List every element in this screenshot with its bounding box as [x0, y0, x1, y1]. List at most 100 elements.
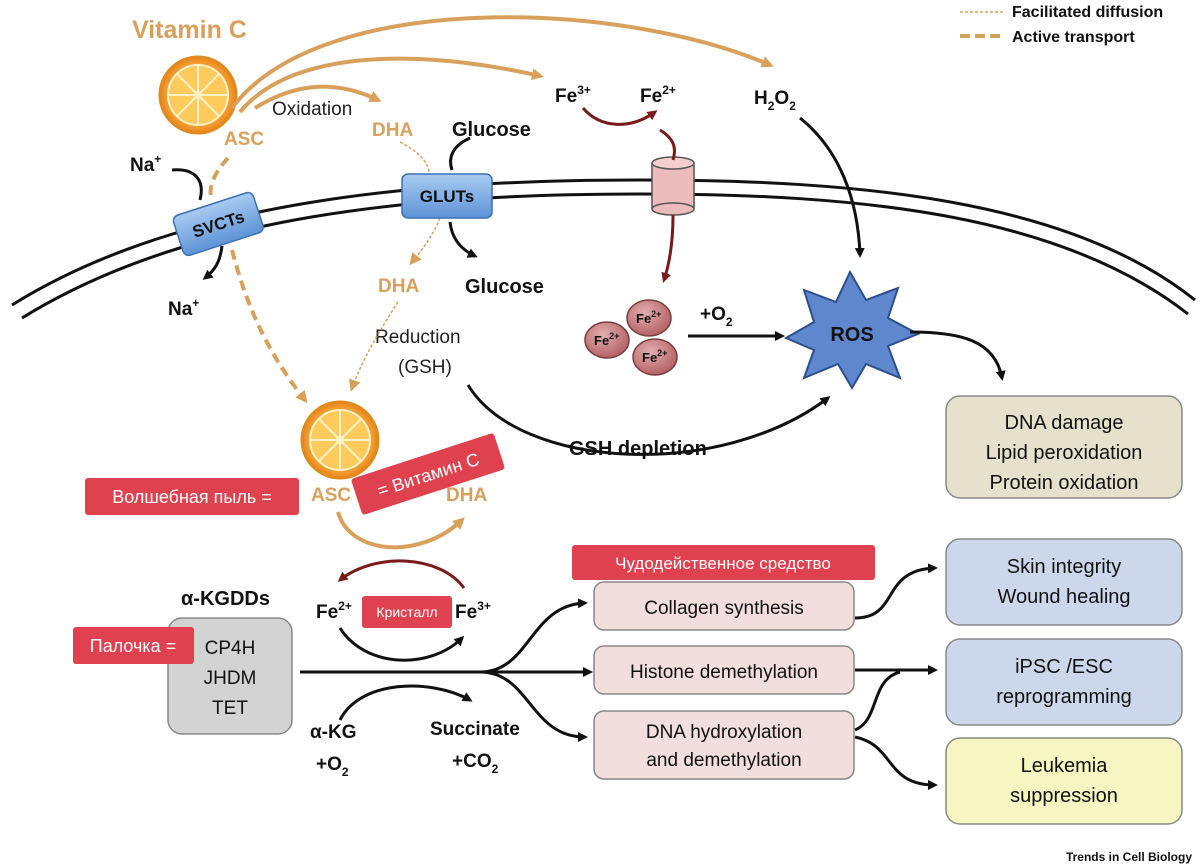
orange-slice-inner-icon	[300, 400, 380, 480]
ipsc-line: reprogramming	[996, 686, 1132, 708]
dha-inside-label: DHA	[378, 276, 419, 297]
svg-text:Fe2+: Fe2+	[642, 348, 667, 365]
oxidation-label: Oxidation	[272, 99, 352, 120]
glucose-inside-label: Glucose	[465, 276, 544, 298]
crystal-label: Кристалл	[376, 604, 437, 620]
damage-line: Protein oxidation	[990, 472, 1139, 494]
fe-oxidation-arrow	[338, 627, 465, 662]
wand-tag: Палочка =	[73, 627, 194, 664]
glucose-exit-arrow	[448, 221, 478, 258]
gsh-label: (GSH)	[398, 357, 452, 378]
asc-oxidation-arrow	[336, 511, 465, 550]
fe-cycle-red-arrow	[337, 559, 466, 589]
iron-channel	[651, 156, 695, 216]
h2o2-label: H2O2	[754, 88, 796, 113]
reduction-dotted-arrow	[349, 301, 399, 392]
akg-o2-label: +O2	[316, 754, 349, 779]
fe2-particle: Fe2+	[626, 299, 672, 337]
wand-label: Палочка =	[90, 636, 176, 656]
collagen-to-skin-arrow	[854, 563, 938, 620]
ros-to-damage-arrow	[909, 330, 1006, 381]
damage-line: Lipid peroxidation	[986, 442, 1143, 464]
dha-top-label: DHA	[372, 120, 413, 141]
collagen-label: Collagen synthesis	[644, 598, 803, 619]
asc-uptake-dashed	[208, 156, 230, 201]
gsh-depletion-arrow	[466, 384, 831, 456]
orange-slice-top-icon	[158, 55, 238, 135]
dha-exit-dotted	[409, 217, 441, 266]
akg-label: α-KG	[310, 722, 357, 743]
gsh-depletion-label: GSH depletion	[569, 438, 707, 460]
magic-dust-label: Волшебная пыль =	[112, 487, 271, 507]
fe2-particles: Fe2+ Fe2+ Fe2+	[584, 299, 678, 376]
leukemia-line: Leukemia	[1021, 755, 1109, 777]
dna-to-leukemia-arrow	[854, 735, 938, 790]
na-in-arrow-segment	[171, 168, 203, 201]
dna-label-line2: and demethylation	[646, 750, 801, 771]
legend-facilitated-label: Facilitated diffusion	[1012, 4, 1163, 21]
asc-top-label: ASC	[224, 129, 264, 150]
miracle-remedy-label: Чудодейственное средство	[615, 554, 831, 573]
fe-reduction-arrow	[581, 106, 658, 126]
skin-outcome-box: Skin integrity Wound healing	[945, 538, 1183, 626]
co2-label: +CO2	[452, 751, 499, 776]
skin-line: Skin integrity	[1007, 556, 1122, 578]
fe2-outside-label: Fe2+	[640, 83, 676, 107]
svg-text:Fe2+: Fe2+	[594, 331, 619, 348]
dha-inner-label: DHA	[446, 485, 487, 506]
enzyme-item: TET	[212, 698, 248, 719]
fe2-cycle-label: Fe2+	[316, 599, 352, 623]
to-collagen-arrow	[479, 598, 588, 674]
glucose-entry-arrow	[449, 136, 471, 171]
journal-credit: Trends in Cell Biology	[1066, 850, 1192, 864]
damage-line: DNA damage	[1005, 412, 1124, 434]
na-outside-label: Na+	[130, 152, 161, 176]
leukemia-outcome-box: Leukemia suppression	[945, 737, 1183, 825]
reduction-label: Reduction	[375, 327, 461, 348]
to-dna-arrow	[479, 670, 588, 742]
skin-line: Wound healing	[997, 586, 1130, 608]
fe2-particle: Fe2+	[584, 321, 630, 359]
damage-outcome-box: DNA damage Lipid peroxidation Protein ox…	[945, 395, 1183, 499]
dna-to-ipsc-arrow	[854, 670, 901, 732]
akg-to-succinate-arrow	[338, 684, 473, 721]
asc-inner-label: ASC	[311, 485, 351, 506]
ros-label: ROS	[830, 324, 873, 346]
magic-dust-tag: Волшебная пыль =	[85, 478, 299, 515]
na-inside-label: Na+	[168, 296, 199, 320]
collagen-process-box: Collagen synthesis	[593, 581, 855, 631]
h2o2-to-ros-arrow	[799, 116, 865, 258]
leukemia-line: suppression	[1010, 785, 1118, 807]
miracle-remedy-tag: Чудодейственное средство	[572, 545, 875, 580]
ipsc-line: iPSC /ESC	[1015, 656, 1113, 678]
crystal-tag: Кристалл	[362, 596, 452, 628]
gluts-label: GLUTs	[420, 187, 474, 206]
asc-to-fe3-arrow	[238, 56, 544, 114]
enzyme-item: CP4H	[205, 638, 256, 659]
akgdds-label: α-KGDDs	[181, 588, 270, 610]
svg-text:Fe2+: Fe2+	[636, 309, 661, 326]
enzyme-box: CP4H JHDM TET	[167, 617, 293, 735]
ipsc-outcome-box: iPSC /ESC reprogramming	[945, 638, 1183, 726]
enzyme-item: JHDM	[204, 668, 257, 689]
legend: Facilitated diffusion Active transport	[960, 4, 1163, 46]
legend-active-label: Active transport	[1012, 29, 1135, 46]
succinate-label: Succinate	[430, 719, 520, 740]
asc-to-h2o2-arrow	[230, 15, 774, 110]
fe3-cycle-label: Fe3+	[455, 599, 491, 623]
fe-into-cell-arrow	[661, 214, 675, 283]
fe2-particle: Fe2+	[632, 338, 678, 376]
oxygen-label: +O2	[700, 304, 733, 329]
svcts-transporter: SVCTs	[172, 191, 264, 257]
diagram-title: Vitamin C	[132, 16, 247, 44]
fe-into-channel-line	[659, 128, 676, 161]
histone-process-box: Histone demethylation	[593, 645, 855, 695]
svct-to-inner-asc-dashed	[230, 249, 308, 404]
dna-process-box: DNA hydroxylation and demethylation	[593, 710, 855, 780]
histone-label: Histone demethylation	[630, 662, 818, 683]
dha-entry-dotted	[399, 141, 431, 177]
dna-label-line1: DNA hydroxylation	[646, 722, 802, 743]
ros-burst-icon: ROS	[783, 269, 921, 390]
